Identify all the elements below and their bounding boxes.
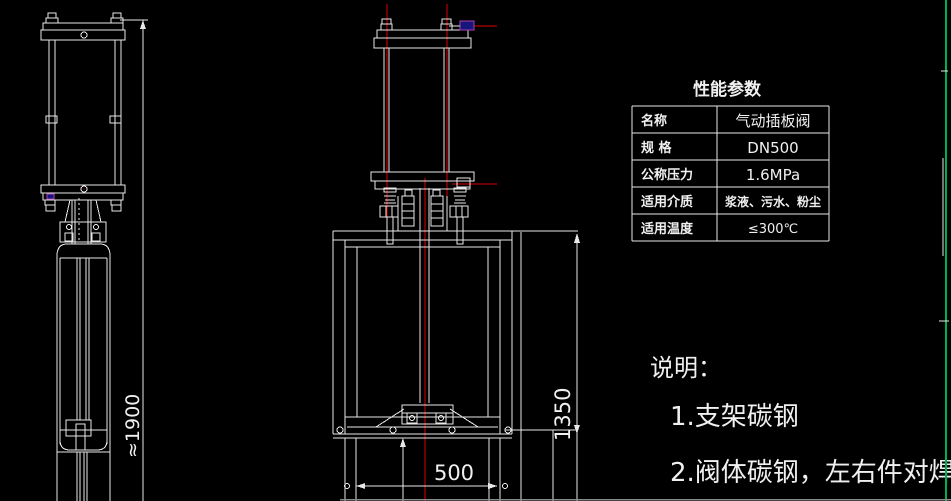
side-cylinder-top-plate2 xyxy=(40,29,126,41)
side-cylinder-top-plate xyxy=(42,22,124,31)
bottom-flange xyxy=(333,433,512,501)
row-label: 公称压力 xyxy=(641,167,693,183)
parameter-table-rows: 名称 气动插板阀 规 格 DN500 公称压力 1.6MPa 适用介质 浆液、污… xyxy=(641,112,821,237)
side-view-bottom-nuts xyxy=(44,199,122,212)
parameter-table-title: 性能参数 xyxy=(693,79,762,100)
row-value: 浆液、污水、粉尘 xyxy=(724,194,821,209)
side-port-fitting xyxy=(46,193,55,200)
front-cylinder-top-plate2 xyxy=(373,37,472,49)
note-item-2: 2.阀体碳钢，左右件对焊成形 xyxy=(670,458,951,488)
front-tie-rods xyxy=(383,48,450,172)
row-label: 适用温度 xyxy=(641,221,694,237)
dim-width-text: 500 xyxy=(434,461,474,485)
dim-frame-height-text: 1350 xyxy=(551,388,575,441)
air-port-fitting-top xyxy=(449,20,475,31)
row-value: DN500 xyxy=(747,139,798,157)
parameter-table: 性能参数 名称 气动插板阀 规 格 DN500 公称压力 1.6MPa 适用介质… xyxy=(631,79,830,242)
side-stem xyxy=(65,198,92,451)
notes: 说明： 1.支架碳钢 2.阀体碳钢，左右件对焊成形 xyxy=(650,354,951,488)
sheet-border xyxy=(340,0,951,501)
front-cylinder-top-plate xyxy=(376,29,469,39)
row-label: 规 格 xyxy=(641,140,673,156)
front-top-nuts xyxy=(380,18,453,31)
note-item-1: 1.支架碳钢 xyxy=(670,402,799,432)
row-label: 适用介质 xyxy=(641,194,693,210)
side-view xyxy=(40,12,126,501)
side-cylinder-walls xyxy=(45,40,122,185)
dimension-frame-height: 1350 xyxy=(551,233,580,501)
side-view-top-nuts xyxy=(45,12,124,24)
dimension-width: 500 xyxy=(344,461,508,489)
frame-walls xyxy=(332,240,513,434)
gate-connector xyxy=(336,404,512,434)
frame-top-flange xyxy=(332,230,578,241)
dim-overall-height-text: ≈1900 xyxy=(122,394,144,458)
parameter-table-grid xyxy=(631,105,830,242)
row-label: 名称 xyxy=(641,113,667,129)
front-stem-gland xyxy=(397,188,448,403)
front-centerlines xyxy=(386,4,497,501)
front-cylinder-bottom-plate xyxy=(370,171,475,182)
side-support-bracket xyxy=(59,199,107,243)
front-view xyxy=(332,4,578,501)
dimension-overall-height: ≈1900 xyxy=(120,19,148,501)
row-value: 1.6MPa xyxy=(746,166,800,184)
front-mount-bolts xyxy=(379,187,469,245)
side-cylinder-bottom-plate2 xyxy=(42,192,124,201)
row-value: 气动插板阀 xyxy=(735,112,810,130)
air-port-fitting-bottom xyxy=(456,177,471,188)
side-gate-blade xyxy=(76,452,88,501)
row-value: ≤300℃ xyxy=(748,222,798,237)
notes-heading: 说明： xyxy=(650,354,722,382)
